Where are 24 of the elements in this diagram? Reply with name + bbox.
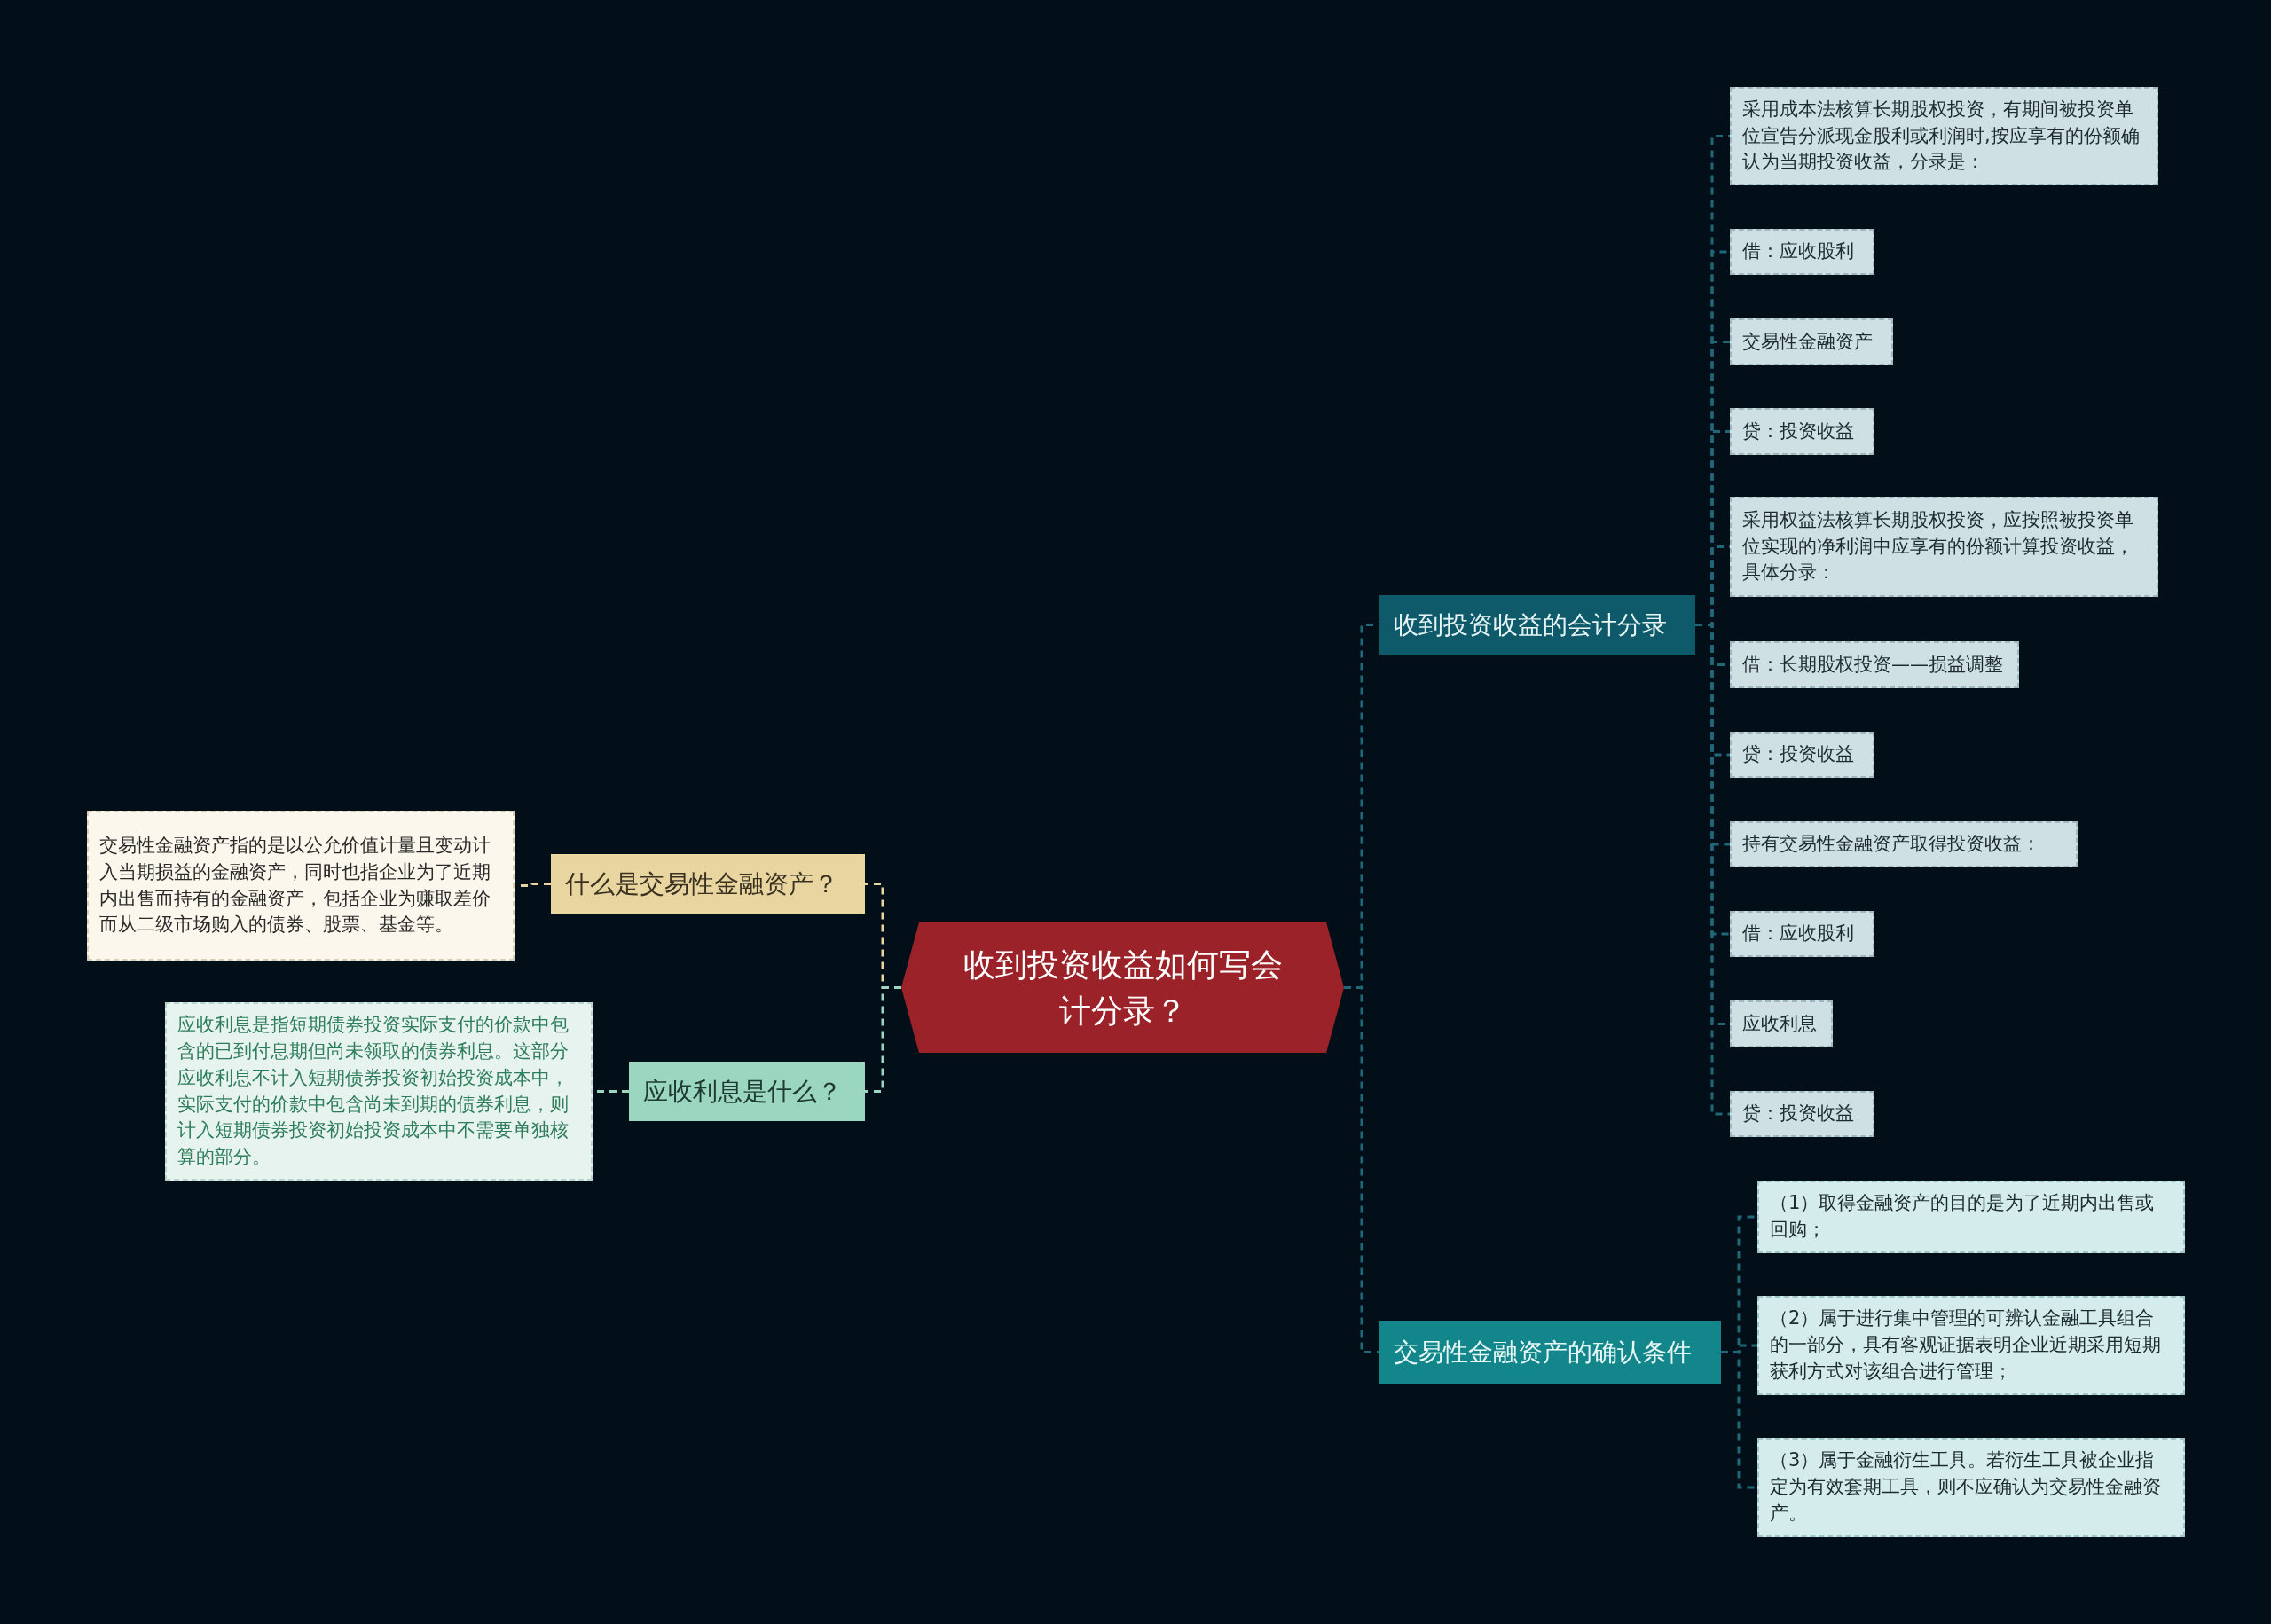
entry-box: 贷：投资收益 [1730, 408, 1874, 455]
entry-box: 持有交易性金融资产取得投资收益： [1730, 821, 2078, 867]
question-box: 什么是交易性金融资产？ [551, 854, 865, 914]
condition-box: （2）属于进行集中管理的可辨认金融工具组合的一部分，具有客观证据表明企业近期采用短期获利方式对该组合进行管理； [1757, 1296, 2185, 1395]
entry-box: 借：应收股利 [1730, 911, 1874, 957]
branch-topic: 交易性金融资产的确认条件 [1379, 1321, 1721, 1384]
question-box: 应收利息是什么？ [629, 1062, 865, 1121]
connector-line [1344, 986, 1379, 1353]
entry-box: 采用成本法核算长期股权投资，有期间被投资单位宣告分派现金股利或利润时,按应享有的份额确认为当期投资收益，分录是： [1730, 87, 2158, 185]
entry-box: 贷：投资收益 [1730, 732, 1874, 778]
connector-line [865, 986, 901, 1093]
entry-box: 借：应收股利 [1730, 229, 1874, 275]
entry-box: 交易性金融资产 [1730, 318, 1893, 365]
entry-box: 采用权益法核算长期股权投资，应按照被投资单位实现的净利润中应享有的份额计算投资收益，具体分录： [1730, 497, 2158, 597]
condition-box: （1）取得金融资产的目的是为了近期内出售或回购； [1757, 1181, 2185, 1253]
branch-topic: 收到投资收益的会计分录 [1379, 595, 1695, 655]
connector-line [1721, 1351, 1757, 1489]
entry-box: 应收利息 [1730, 1000, 1833, 1047]
condition-box: （3）属于金融衍生工具。若衍生工具被企业指定为有效套期工具，则不应确认为交易性金融资产。 [1757, 1438, 2185, 1537]
entry-box: 贷：投资收益 [1730, 1091, 1874, 1137]
central-topic: 收到投资收益如何写会计分录？ [901, 922, 1344, 1053]
answer-box: 交易性金融资产指的是以公允价值计量且变动计入当期损益的金融资产，同时也指企业为了近期内出售而持有的金融资产，包括企业为赚取差价而从二级市场购入的债券、股票、基金等。 [87, 811, 515, 961]
answer-box: 应收利息是指短期债券投资实际支付的价款中包含的已到付息期但尚未领取的债券利息。这部分应收利息不计入短期债券投资初始投资成本中，实际支付的价款中包含尚未到期的债券利息，则计入短期债券投资初始投资成本中不需要单独核算的部分。 [165, 1002, 593, 1181]
entry-box: 借：长期股权投资——损益调整 [1730, 641, 2019, 688]
